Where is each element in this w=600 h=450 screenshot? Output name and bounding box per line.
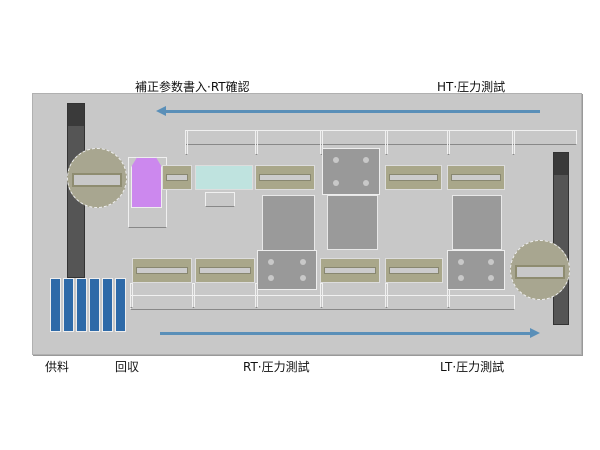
mounting-plate — [322, 148, 380, 195]
conveyor — [385, 258, 443, 283]
mounting-plate — [447, 250, 505, 290]
conveyor — [162, 165, 192, 190]
teal-station-base — [205, 192, 235, 207]
label-recover: 回収 — [115, 360, 140, 374]
rail-bracket — [512, 130, 515, 155]
tray-stripe — [50, 278, 61, 332]
label-lt-pressure-test: LT·圧力測試 — [440, 360, 505, 374]
tray-stripe — [76, 278, 87, 332]
upper-rail — [185, 130, 577, 145]
rail-bracket — [320, 283, 323, 308]
rail-bracket — [320, 130, 323, 155]
left-rotary-table — [67, 148, 127, 208]
station-block — [262, 195, 315, 252]
tray-stripe — [102, 278, 113, 332]
flow-arrow-bottom — [160, 332, 532, 335]
rail-bracket — [447, 130, 450, 155]
conveyor — [320, 258, 380, 283]
label-ht-pressure-test: HT·圧力測試 — [437, 80, 506, 94]
rail-bracket — [255, 283, 258, 308]
right-rotary-table — [510, 240, 570, 300]
tray-stripe — [115, 278, 126, 332]
arrowhead-right-icon — [530, 328, 540, 338]
rail-bracket — [192, 283, 195, 308]
teal-station — [195, 165, 253, 190]
rail-bracket — [385, 130, 388, 155]
conveyor — [385, 165, 442, 190]
rail-bracket — [385, 283, 388, 308]
purple-station — [131, 157, 162, 208]
right-lift-column — [553, 152, 569, 325]
tray-stripe — [89, 278, 100, 332]
station-block — [327, 195, 378, 250]
rail-bracket — [130, 283, 133, 308]
mounting-plate — [257, 250, 317, 290]
conveyor — [132, 258, 192, 283]
flow-arrow-top — [162, 110, 540, 113]
conveyor — [195, 258, 255, 283]
conveyor — [255, 165, 315, 190]
rail-bracket — [255, 130, 258, 155]
label-calibration-rt-check: 補正参数書入·RT確認 — [135, 80, 250, 94]
station-block — [452, 195, 502, 250]
conveyor — [447, 165, 505, 190]
tray-stripe — [63, 278, 74, 332]
rail-bracket — [185, 130, 188, 155]
label-supply: 供料 — [45, 360, 70, 374]
arrowhead-left-icon — [156, 106, 166, 116]
label-rt-pressure-test: RT·圧力測試 — [243, 360, 310, 374]
